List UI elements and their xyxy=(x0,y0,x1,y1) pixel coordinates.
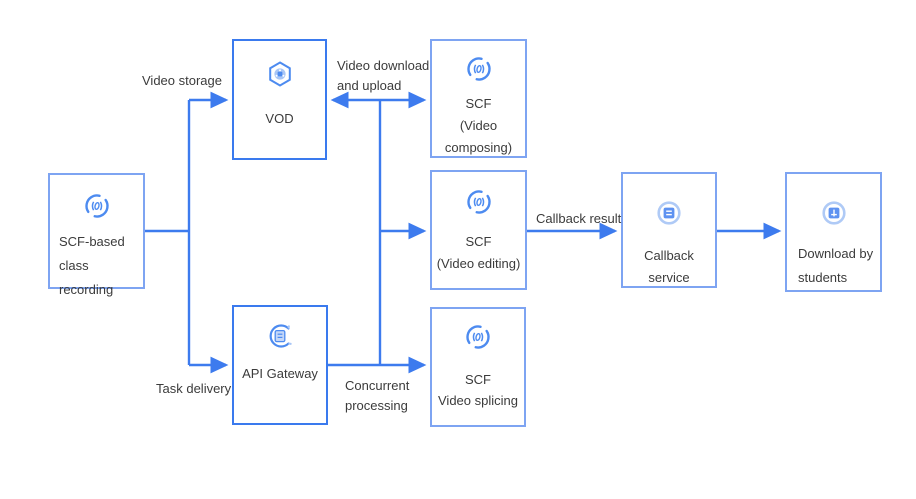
node-label-line: recording xyxy=(59,282,114,297)
edge-label-concurrent-processing: Concurrent processing xyxy=(345,376,409,416)
node-label: SCF-based class recording xyxy=(50,230,143,302)
node-label-line: students xyxy=(798,270,848,285)
vod-icon xyxy=(265,59,295,89)
node-label-line: SCF xyxy=(465,96,492,111)
node-label: Download by students xyxy=(787,242,880,290)
node-label: SCF (Video composing) xyxy=(445,93,512,159)
scf-icon xyxy=(464,54,494,84)
node-scf-video-splicing: SCF Video splicing xyxy=(430,307,526,427)
scf-icon xyxy=(464,187,494,217)
edge-label-line: Video download xyxy=(337,58,430,73)
node-label: Callback service xyxy=(623,245,715,289)
node-label: SCF (Video editing) xyxy=(437,231,521,275)
node-label-line: composing) xyxy=(444,140,513,155)
edge-label-line: and upload xyxy=(337,78,402,93)
node-label-line: VOD xyxy=(265,111,294,126)
scf-icon xyxy=(82,191,112,221)
download-icon xyxy=(819,198,849,228)
node-label-line: SCF xyxy=(465,234,492,249)
node-label-line: Download by xyxy=(798,246,874,261)
node-callback-service: Callback service xyxy=(621,172,717,288)
node-download-by-students: Download by students xyxy=(785,172,882,292)
node-label-line: Video splicing xyxy=(438,393,518,408)
node-label-line: SCF xyxy=(464,372,491,387)
edge-label-task-delivery: Task delivery xyxy=(156,381,232,396)
edge-label-video-download-and-upload: Video download and upload xyxy=(337,56,429,96)
node-label-line: (Video editing) xyxy=(436,256,521,271)
edge-label-callback-result: Callback result xyxy=(536,211,622,226)
node-label-line: Callback service xyxy=(644,248,694,285)
node-label: SCF Video splicing xyxy=(438,369,518,411)
node-label: VOD xyxy=(265,108,293,130)
edge-label-line: Concurrent xyxy=(345,378,410,393)
edge-label-line: processing xyxy=(345,398,408,413)
node-api-gateway: API Gateway xyxy=(232,305,328,425)
api-gateway-icon xyxy=(265,321,295,351)
edge-label-video-storage: Video storage xyxy=(142,73,222,88)
node-label-line: (Video xyxy=(459,118,498,133)
node-label-line: SCF-based class xyxy=(59,234,125,273)
node-scf-based-class-recording: SCF-based class recording xyxy=(48,173,145,297)
node-scf-video-editing: SCF (Video editing) xyxy=(430,170,527,290)
node-label-line: API Gateway xyxy=(242,366,318,381)
node-scf-video-composing: SCF (Video composing) xyxy=(430,39,527,158)
callback-service-icon xyxy=(654,198,684,228)
scf-icon xyxy=(463,322,493,352)
node-vod: VOD xyxy=(232,39,327,160)
node-label: API Gateway xyxy=(242,363,318,385)
